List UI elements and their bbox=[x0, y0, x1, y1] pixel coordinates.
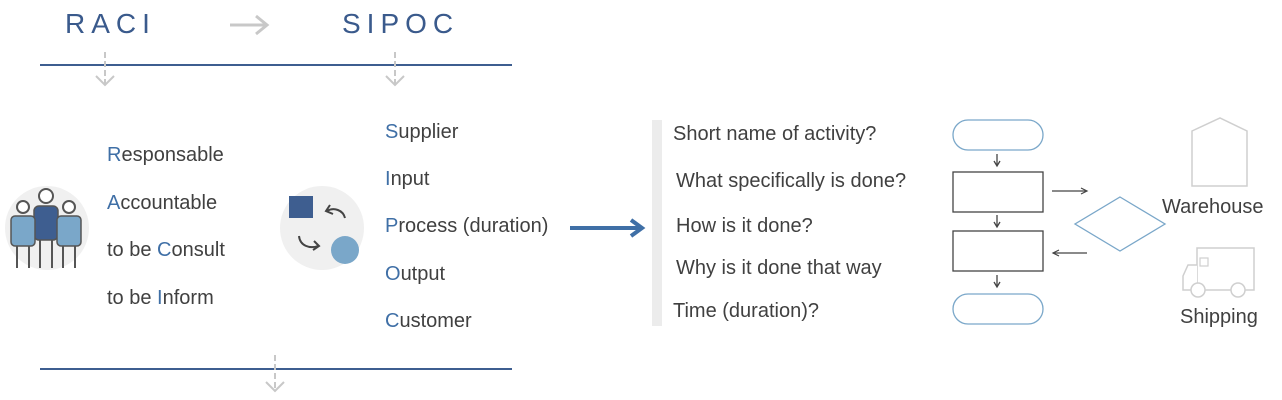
sipoc-letter: C bbox=[385, 310, 400, 332]
raci-prefix: to be bbox=[107, 287, 158, 309]
sipoc-letter: I bbox=[385, 168, 391, 190]
question-what: What specifically is done? bbox=[676, 170, 907, 192]
sipoc-word: nput bbox=[390, 168, 430, 190]
sipoc-word: ustomer bbox=[399, 310, 472, 332]
down-arrow-icon bbox=[95, 52, 115, 87]
sipoc-item-output: Output bbox=[385, 262, 445, 286]
sipoc-item-customer: Customer bbox=[385, 309, 472, 333]
raci-item-responsible: Responsable bbox=[107, 143, 224, 167]
questions-bracket bbox=[652, 120, 662, 326]
sipoc-title: SIPOC bbox=[342, 8, 460, 39]
warehouse-label: Warehouse bbox=[1162, 196, 1264, 218]
question-time: Time (duration)? bbox=[673, 300, 819, 322]
question-why: Why is it done that way bbox=[676, 257, 882, 279]
question-how: How is it done? bbox=[676, 215, 813, 237]
question-short-name: Short name of activity? bbox=[673, 123, 877, 145]
raci-letter: I bbox=[157, 287, 163, 309]
flowchart bbox=[952, 119, 1167, 325]
raci-word: onsult bbox=[171, 239, 225, 261]
sipoc-word: upplier bbox=[398, 121, 459, 143]
sipoc-letter: O bbox=[385, 263, 401, 285]
start-terminator bbox=[952, 119, 1044, 151]
down-arrow-icon bbox=[385, 52, 405, 87]
people-group-icon bbox=[5, 186, 89, 270]
raci-word: esponsable bbox=[121, 144, 224, 166]
warehouse-icon bbox=[1191, 117, 1248, 187]
sipoc-letter: S bbox=[385, 121, 399, 143]
process-box-2 bbox=[952, 230, 1044, 272]
sipoc-word: utput bbox=[400, 263, 446, 285]
process-box-1 bbox=[952, 171, 1044, 213]
raci-item-consult: to be Consult bbox=[107, 238, 225, 262]
sipoc-letter: P bbox=[385, 215, 399, 237]
raci-word: ccountable bbox=[120, 192, 218, 214]
sipoc-item-input: Input bbox=[385, 167, 430, 191]
sipoc-word: rocess (duration) bbox=[398, 215, 549, 237]
raci-letter: A bbox=[107, 192, 121, 214]
raci-item-accountable: Accountable bbox=[107, 191, 217, 215]
raci-prefix: to be bbox=[107, 239, 158, 261]
raci-letter: C bbox=[157, 239, 172, 261]
raci-word: nform bbox=[162, 287, 214, 309]
truck-icon bbox=[1182, 247, 1255, 298]
sipoc-item-process: Process (duration) bbox=[385, 214, 548, 238]
decision-diamond bbox=[1073, 196, 1167, 252]
end-terminator bbox=[952, 293, 1044, 325]
arrow-right-icon bbox=[230, 14, 270, 36]
raci-title: RACI bbox=[65, 8, 156, 39]
process-arrow bbox=[570, 218, 646, 238]
raci-letter: R bbox=[107, 144, 122, 166]
raci-item-inform: to be Inform bbox=[107, 286, 214, 310]
sipoc-item-supplier: Supplier bbox=[385, 120, 458, 144]
down-arrow-icon bbox=[265, 355, 285, 393]
shipping-label: Shipping bbox=[1180, 306, 1258, 328]
shapes-exchange-icon bbox=[280, 186, 364, 270]
